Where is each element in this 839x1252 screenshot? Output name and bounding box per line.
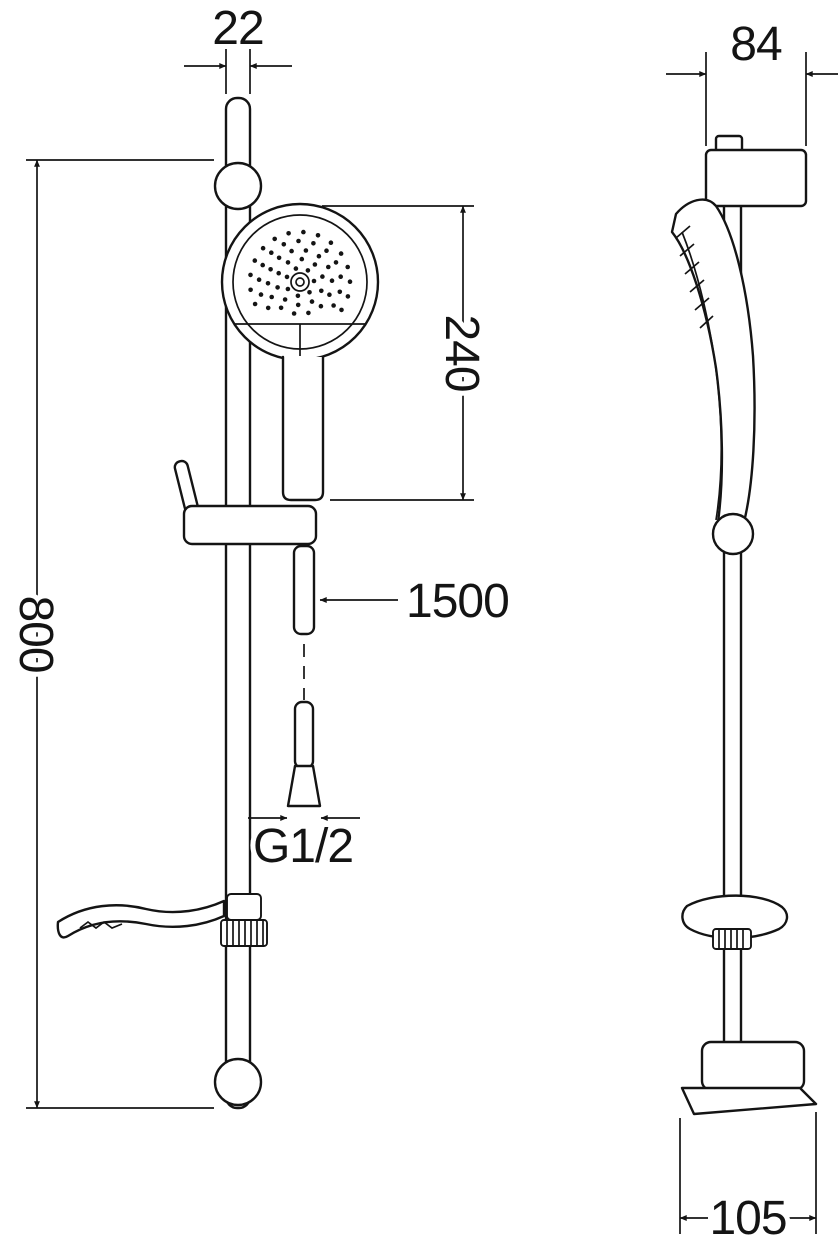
dim-head-span: 240 xyxy=(322,205,493,501)
dim-rail-diameter: 22 xyxy=(184,0,292,94)
clamp-ribs-side xyxy=(718,930,744,948)
dim-label-bar-height: 800 xyxy=(9,595,62,672)
wall-bracket-bottom xyxy=(213,1057,263,1107)
dim-label-base-width: 105 xyxy=(709,1192,786,1245)
soap-dish xyxy=(56,899,226,939)
side-view: 84 105 xyxy=(666,13,838,1250)
dim-thread: G1/2 xyxy=(248,815,360,878)
dim-bracket-width: 84 xyxy=(666,13,838,146)
dim-label-bracket-width: 84 xyxy=(730,18,782,71)
dim-label-hose-length: 1500 xyxy=(406,575,509,628)
head-center-ring xyxy=(290,272,310,292)
dim-hose-length: 1500 xyxy=(319,570,515,633)
dim-bar-height: 800 xyxy=(4,159,214,1109)
wall-bracket-bottom-side xyxy=(680,1040,818,1116)
handshower-handle xyxy=(281,355,325,502)
shower-rail xyxy=(224,96,252,1110)
soap-dish-side xyxy=(681,894,789,950)
slider-side xyxy=(711,512,755,556)
face-hatching xyxy=(675,225,714,329)
wall-bracket-top xyxy=(213,161,263,211)
soap-dish-clamp xyxy=(220,893,268,947)
hose-upper xyxy=(292,544,316,636)
clamp-ribs xyxy=(226,921,264,945)
nozzle-dots xyxy=(248,229,353,316)
slider-holder xyxy=(182,504,318,546)
dim-label-head-span: 240 xyxy=(435,314,488,391)
head-center-dot xyxy=(295,277,305,287)
dim-label-rail-diameter: 22 xyxy=(212,2,263,55)
hose-connector xyxy=(286,700,322,808)
handshower-head xyxy=(220,202,380,362)
wall-bracket-top-side xyxy=(704,134,808,208)
dim-base-width: 105 xyxy=(679,1112,817,1250)
handshower-side xyxy=(670,198,756,524)
dim-label-thread: G1/2 xyxy=(253,820,353,873)
front-view: 22 800 240 1500 G1/2 xyxy=(4,0,515,1110)
